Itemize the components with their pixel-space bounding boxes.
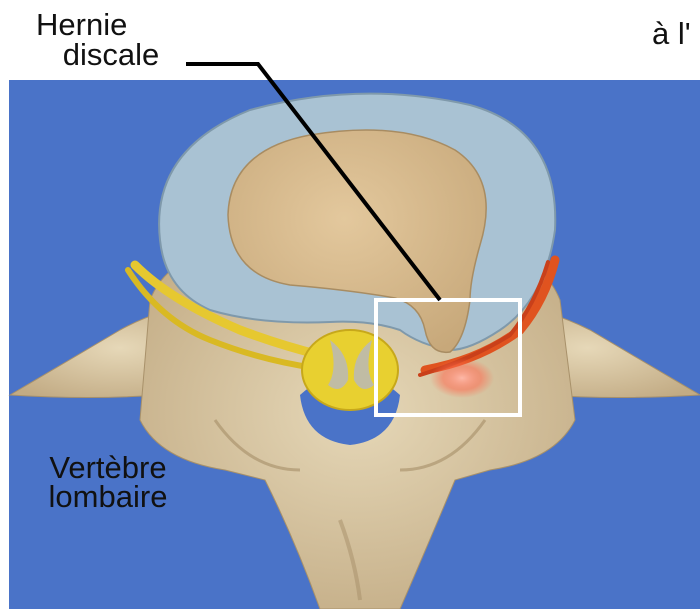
cut-off-text: à l' — [652, 19, 691, 49]
herniation-label-line2: discale — [36, 40, 186, 70]
herniation-label: Hernie discale — [36, 10, 186, 70]
herniation-label-line1: Hernie — [36, 10, 186, 40]
vertebra-label-line2: lombaire — [18, 482, 198, 511]
vertebra-label-line1: Vertèbre — [18, 453, 198, 482]
spinal-cord — [302, 330, 398, 410]
inflammation-glow — [430, 358, 494, 398]
vertebra-label: Vertèbre lombaire — [18, 453, 198, 511]
